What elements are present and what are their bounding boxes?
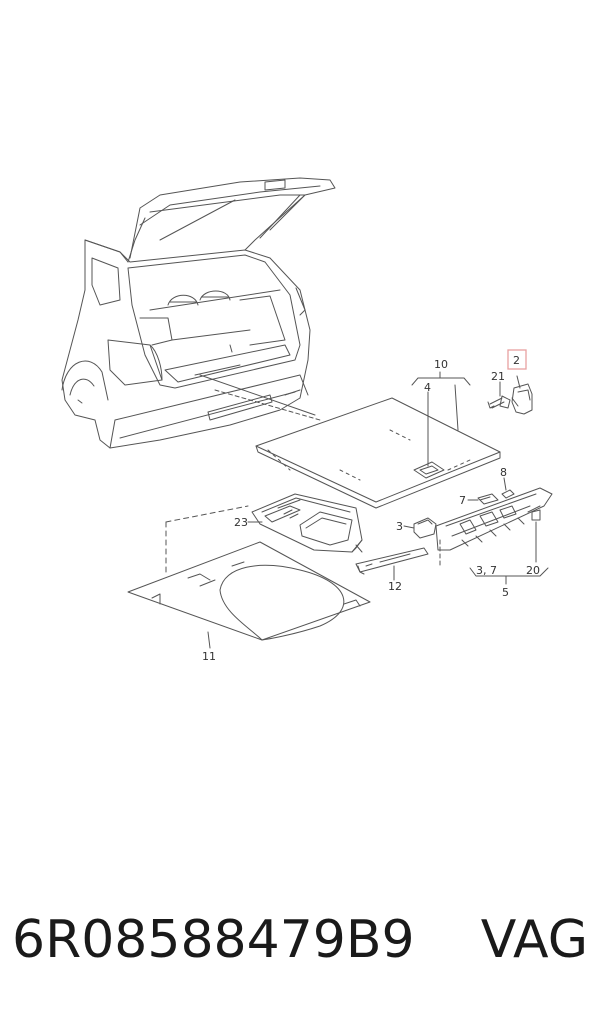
clip-part-20 bbox=[531, 509, 541, 521]
leader-line bbox=[454, 384, 459, 431]
leader-line bbox=[403, 525, 415, 529]
callout-3-7: 3, 7 bbox=[476, 564, 497, 577]
screw-part-21 bbox=[487, 395, 511, 409]
caption-bar: 6R08588479B9 VAG bbox=[12, 900, 588, 980]
leader-line bbox=[516, 375, 521, 389]
clip-part-8 bbox=[501, 489, 515, 499]
callout-3: 3 bbox=[396, 520, 403, 533]
callout-12: 12 bbox=[388, 580, 402, 593]
callout-21: 21 bbox=[491, 370, 505, 383]
brand-label: VAG bbox=[480, 910, 588, 970]
floor-mat-11 bbox=[127, 541, 371, 641]
sill-trim-part-5 bbox=[435, 487, 553, 551]
callout-20: 20 bbox=[526, 564, 540, 577]
clip-part-7 bbox=[477, 493, 499, 505]
bracket-part-3 bbox=[413, 517, 437, 539]
callout-bracket-5 bbox=[469, 567, 549, 577]
callout-bracket-10 bbox=[411, 377, 471, 386]
storage-tray-23 bbox=[251, 493, 363, 553]
dashed-link bbox=[165, 505, 249, 523]
leader-line bbox=[199, 374, 316, 416]
callout-23: 23 bbox=[234, 516, 248, 529]
leader-line bbox=[503, 477, 507, 491]
callout-10: 10 bbox=[434, 358, 448, 371]
part-number: 6R08588479B9 bbox=[12, 910, 415, 970]
callout-5: 5 bbox=[502, 586, 509, 599]
callout-11: 11 bbox=[202, 650, 216, 663]
callout-2: 2 bbox=[513, 354, 520, 367]
clip-part-2 bbox=[511, 383, 533, 415]
rail-part-12 bbox=[355, 547, 429, 575]
callout-8: 8 bbox=[500, 466, 507, 479]
callout-4: 4 bbox=[424, 381, 431, 394]
leader-line bbox=[214, 389, 321, 421]
leader-line bbox=[207, 631, 211, 649]
floor-cover-panel bbox=[255, 397, 501, 509]
car-body bbox=[61, 177, 336, 449]
highlight-box bbox=[507, 349, 527, 370]
callout-7: 7 bbox=[459, 494, 466, 507]
